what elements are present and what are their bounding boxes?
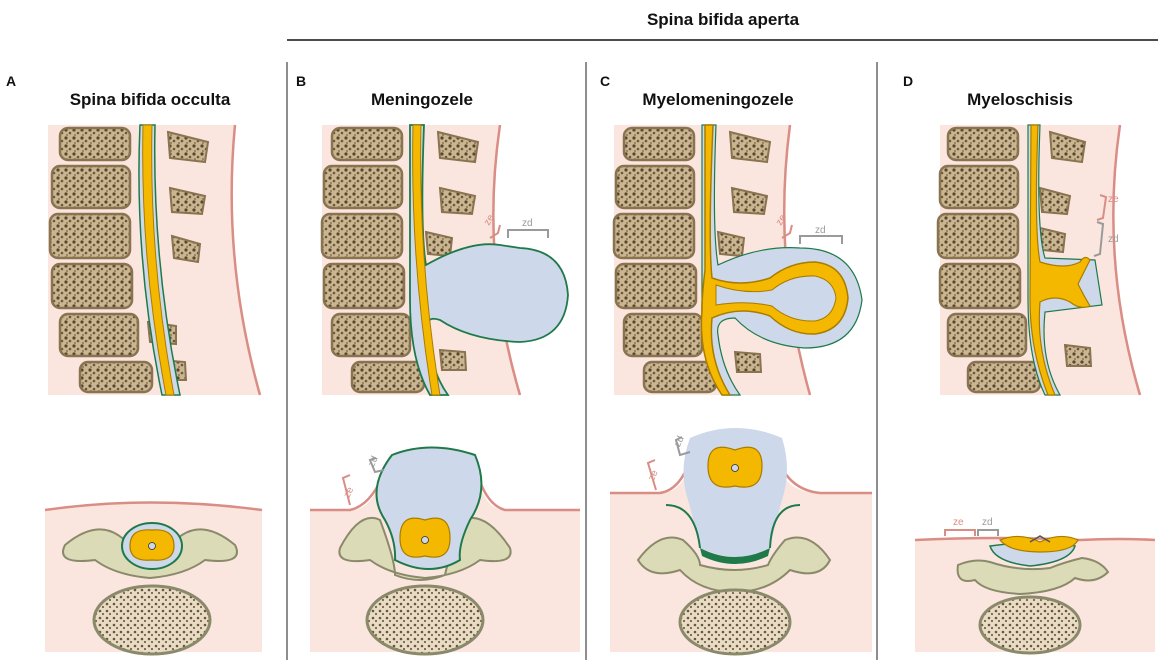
zd-label: zd [366, 454, 380, 468]
zd-label: zd [522, 218, 533, 229]
panel-title-a: Spina bifida occulta [70, 90, 231, 109]
ze-label: ze [1108, 194, 1119, 205]
zd-bracket-sagittal [800, 236, 842, 244]
axial-view-b: ze zd [310, 448, 580, 655]
ze-label: ze [342, 485, 357, 500]
ze-label: ze [646, 468, 661, 483]
panel-title-b: Meningozele [371, 90, 473, 109]
zd-bracket-sagittal [508, 230, 548, 238]
ze-label: ze [953, 517, 964, 528]
vertebral-body-axial [980, 597, 1080, 653]
axial-view-c: ze zd [610, 428, 872, 654]
panel-letter-a: A [6, 73, 16, 89]
panel-letter-d: D [903, 73, 913, 89]
panel-title-c: Myelomeningozele [642, 90, 793, 109]
zd-label: zd [815, 225, 826, 236]
ze-bracket-axial [945, 530, 975, 536]
central-canal [732, 465, 739, 472]
sagittal-view-c: ze zd [614, 125, 862, 395]
vertebral-body-axial [680, 590, 790, 654]
zd-label: zd [1108, 234, 1119, 245]
vertebral-body-axial [367, 586, 483, 654]
central-canal [149, 543, 156, 550]
zd-label: zd [672, 434, 686, 448]
sagittal-view-b: ze zd [322, 125, 568, 395]
supertitle: Spina bifida aperta [647, 10, 800, 29]
panel-title-d: Myeloschisis [967, 90, 1073, 109]
central-canal [422, 537, 429, 544]
panel-letter-b: B [296, 73, 306, 89]
sagittal-view-d: ze zd [938, 125, 1140, 395]
axial-view-a [45, 503, 262, 655]
zd-bracket-axial [978, 530, 998, 536]
zd-label: zd [982, 517, 993, 528]
sagittal-view-a [48, 125, 260, 395]
axial-view-d: ze zd [915, 517, 1155, 653]
panel-letter-c: C [600, 73, 610, 89]
vertebral-body-axial [94, 586, 210, 654]
